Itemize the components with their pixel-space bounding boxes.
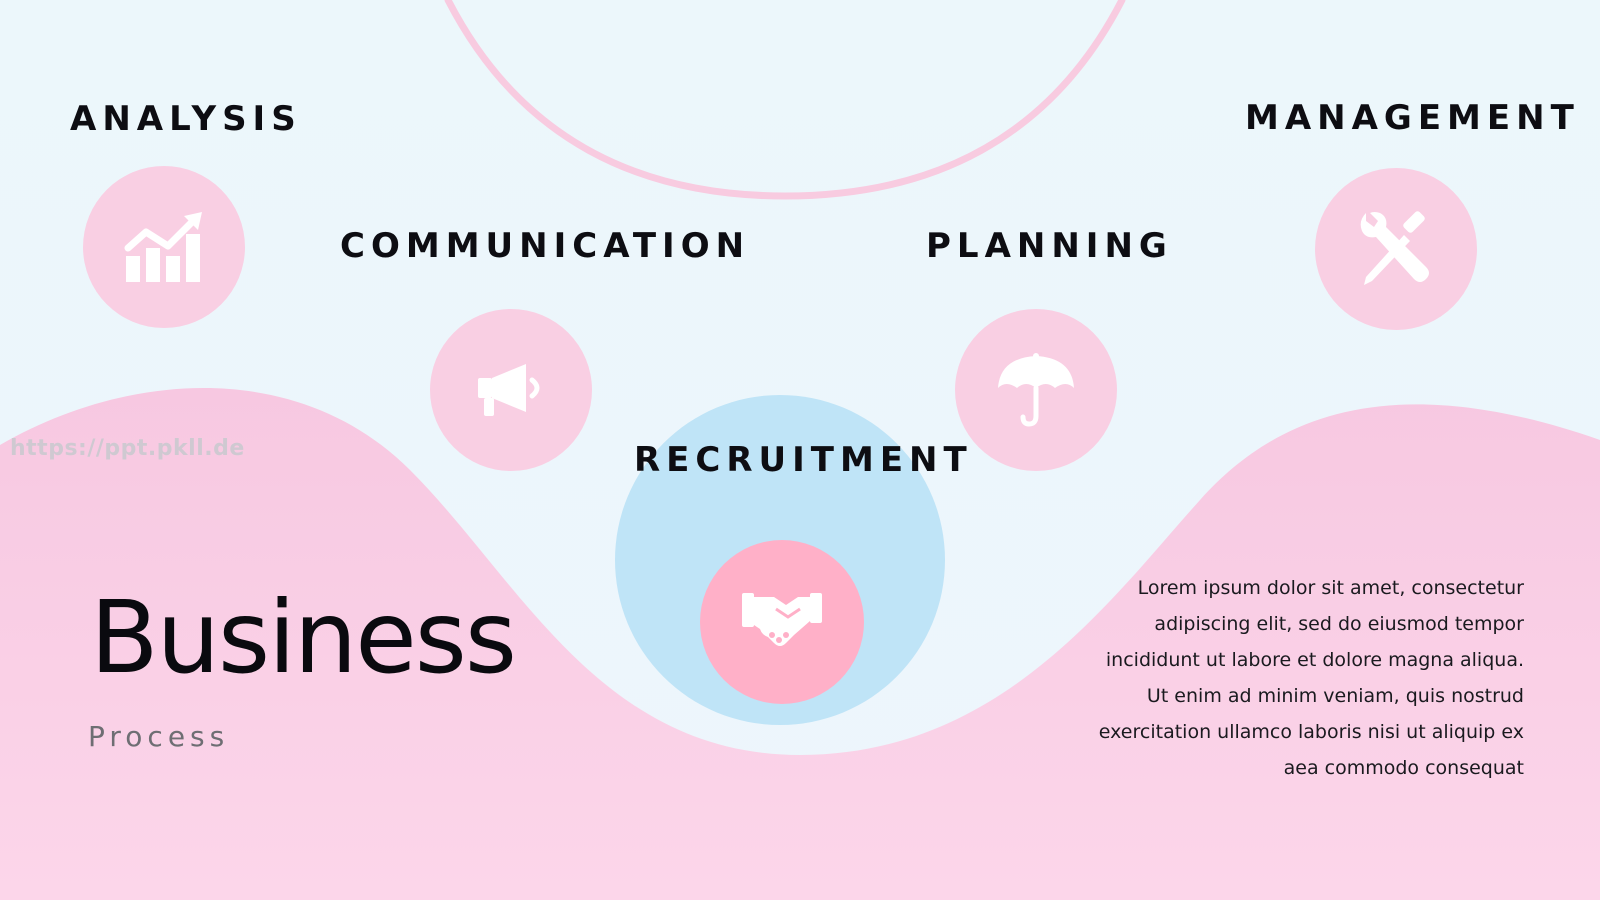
tools-icon <box>1360 211 1429 285</box>
planning-circle <box>955 309 1117 471</box>
umbrella-icon <box>998 353 1074 427</box>
communication-circle <box>430 309 592 471</box>
management-circle <box>1315 168 1477 330</box>
label-analysis: ANALYSIS <box>70 99 302 139</box>
megaphone-icon <box>478 364 540 416</box>
label-management: MANAGEMENT <box>1245 98 1580 138</box>
recruitment-circle <box>700 540 864 704</box>
bar-chart-icon <box>124 212 202 282</box>
page-title: Business <box>90 579 517 696</box>
label-communication: COMMUNICATION <box>340 226 751 266</box>
body-text: Lorem ipsum dolor sit amet, consectetur … <box>1098 577 1524 779</box>
page-subtitle: Process <box>88 720 230 753</box>
pink-wave <box>0 388 1600 900</box>
analysis-circle <box>83 166 245 328</box>
watermark: https://ppt.pkll.de <box>10 436 245 461</box>
handshake-icon <box>742 593 822 646</box>
label-recruitment: RECRUITMENT <box>634 440 973 480</box>
label-planning: PLANNING <box>926 226 1173 266</box>
top-arc <box>444 0 1126 200</box>
